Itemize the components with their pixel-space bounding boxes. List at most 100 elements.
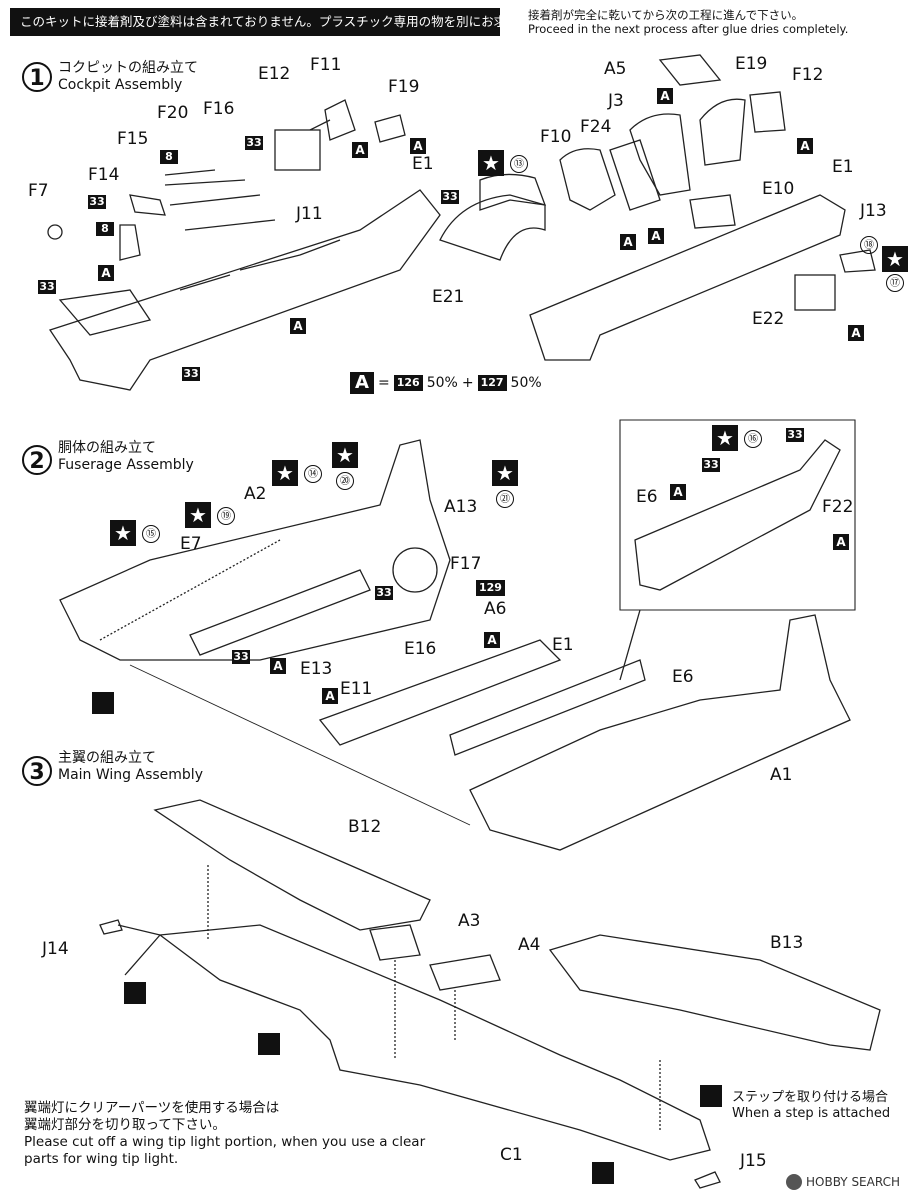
step-attach-note: ステップを取り付ける場合 When a step is attached	[732, 1090, 890, 1122]
part-label-e21: E21	[432, 287, 465, 307]
part-e12-shape	[274, 129, 321, 171]
part-label-a13: A13	[444, 497, 478, 517]
paint-code-a: A	[670, 484, 686, 500]
part-label-e22: E22	[752, 309, 785, 329]
part-label-e19: E19	[735, 54, 768, 74]
part-label-e10: E10	[762, 179, 795, 199]
paint-code-a: A	[270, 658, 286, 674]
part-label-f14: F14	[88, 165, 120, 185]
step-2-title-en: Fuserage Assembly	[58, 457, 194, 473]
part-label-a5: A5	[604, 59, 627, 79]
decal-number-18: ⑱	[860, 236, 878, 254]
part-label-f24: F24	[580, 117, 612, 137]
glue-note-en: Proceed in the next process after glue d…	[528, 22, 849, 36]
part-label-e12: E12	[258, 64, 291, 84]
paint-code-33: 33	[88, 195, 106, 209]
decal-star-icon: ★	[185, 502, 211, 528]
part-label-e6-inset: E6	[636, 487, 658, 507]
step-2-number: 2	[22, 445, 52, 475]
paint-code-33: 33	[38, 280, 56, 294]
decal-number-19: ⑲	[217, 507, 235, 525]
paint-code-33: 33	[786, 428, 804, 442]
wingtip-note-jp-1: 翼端灯にクリアーパーツを使用する場合は	[24, 1100, 280, 1116]
formula-color-2: 127	[477, 375, 507, 391]
cockpit-floor-left	[48, 189, 441, 391]
formula-color-1: 126	[393, 375, 423, 391]
decal-number-20: ⑳	[336, 472, 354, 490]
part-label-f7: F7	[28, 181, 49, 201]
step-attach-note-en: When a step is attached	[732, 1106, 891, 1121]
fuselage-assembled	[469, 614, 851, 851]
cement-mark-icon	[92, 692, 114, 714]
watermark-text: HOBBY SEARCH	[806, 1175, 900, 1189]
fuselage-left-half	[59, 439, 451, 661]
part-label-e1-step1: E1	[412, 154, 434, 174]
part-label-b12: B12	[348, 817, 382, 837]
paint-code-a: A	[848, 325, 864, 341]
part-label-e7: E7	[180, 534, 202, 554]
part-label-f10: F10	[540, 127, 572, 147]
part-label-a4: A4	[518, 935, 541, 955]
formula-plus: +	[461, 375, 474, 391]
part-label-e13: E13	[300, 659, 333, 679]
watermark: HOBBY SEARCH	[786, 1174, 900, 1190]
decal-star-icon: ★	[492, 460, 518, 486]
notice-bar: このキットに接着剤及び塗料は含まれておりません。プラスチック専用の物を別にお求め…	[10, 8, 569, 36]
part-c1-shape	[158, 924, 711, 1161]
drill-hole-icon	[700, 1085, 722, 1107]
part-label-j3: J3	[608, 91, 624, 111]
paint-code-33: 33	[441, 190, 459, 204]
watermark-logo-icon	[786, 1174, 803, 1190]
part-label-e1-right: E1	[832, 157, 854, 177]
paint-code-a: A	[797, 138, 813, 154]
formula-equals: =	[378, 375, 390, 391]
part-label-f17: F17	[450, 554, 482, 574]
cement-mark-icon	[124, 982, 146, 1004]
cockpit-floor-right	[529, 194, 846, 361]
inset-frame	[619, 419, 856, 611]
part-label-j15: J15	[740, 1151, 767, 1171]
step-1-title: コクピットの組み立て Cockpit Assembly	[58, 60, 198, 94]
decal-number-17: ⑰	[886, 274, 904, 292]
paint-code-a: A	[322, 688, 338, 704]
glue-note-jp: 接着剤が完全に乾いてから次の工程に進んで下さい。	[528, 8, 804, 22]
paint-mix-formula: A = 126 50% + 127 50%	[350, 372, 542, 394]
wingtip-note-en-1: Please cut off a wing tip light portion,…	[24, 1134, 426, 1150]
paint-code-33: 33	[245, 136, 263, 150]
paint-code-8: 8	[160, 150, 178, 164]
paint-code-33: 33	[702, 458, 720, 472]
part-b13-shape	[548, 934, 881, 1051]
part-label-a2: A2	[244, 484, 267, 504]
decal-star-icon: ★	[882, 246, 908, 272]
step-attach-note-jp: ステップを取り付ける場合	[732, 1090, 889, 1105]
part-label-f12: F12	[792, 65, 824, 85]
decal-number-16: ⑯	[744, 430, 762, 448]
step-1-number: 1	[22, 62, 52, 92]
paint-code-a: A	[620, 234, 636, 250]
part-label-e11: E11	[340, 679, 373, 699]
part-label-a1: A1	[770, 765, 793, 785]
step-2-title: 胴体の組み立て Fuserage Assembly	[58, 440, 194, 474]
decal-star-icon: ★	[712, 425, 738, 451]
paint-code-a: A	[657, 88, 673, 104]
paint-code-a: A	[484, 632, 500, 648]
part-label-f22: F22	[822, 497, 854, 517]
part-label-j13: J13	[860, 201, 887, 221]
paint-code-129: 129	[476, 580, 505, 596]
wingtip-note-jp-2: 翼端灯部分を切り取って下さい。	[24, 1117, 226, 1133]
decal-star-icon: ★	[332, 442, 358, 468]
decal-number-14: ⑭	[304, 465, 322, 483]
step-3-title-jp: 主翼の組み立て	[58, 750, 156, 766]
step-3-title-en: Main Wing Assembly	[58, 767, 203, 783]
decal-star-icon: ★	[272, 460, 298, 486]
formula-percent-2: 50%	[510, 375, 542, 391]
step-3-title: 主翼の組み立て Main Wing Assembly	[58, 750, 203, 784]
decal-star-icon: ★	[478, 150, 504, 176]
part-b12-shape	[153, 799, 431, 931]
wingtip-note-en-2: parts for wing tip light.	[24, 1151, 179, 1167]
glue-note: 接着剤が完全に乾いてから次の工程に進んで下さい。 Proceed in the …	[528, 8, 848, 36]
decal-number-13: ⑬	[510, 155, 528, 173]
part-label-e16: E16	[404, 639, 437, 659]
part-e1-shape	[449, 659, 646, 756]
